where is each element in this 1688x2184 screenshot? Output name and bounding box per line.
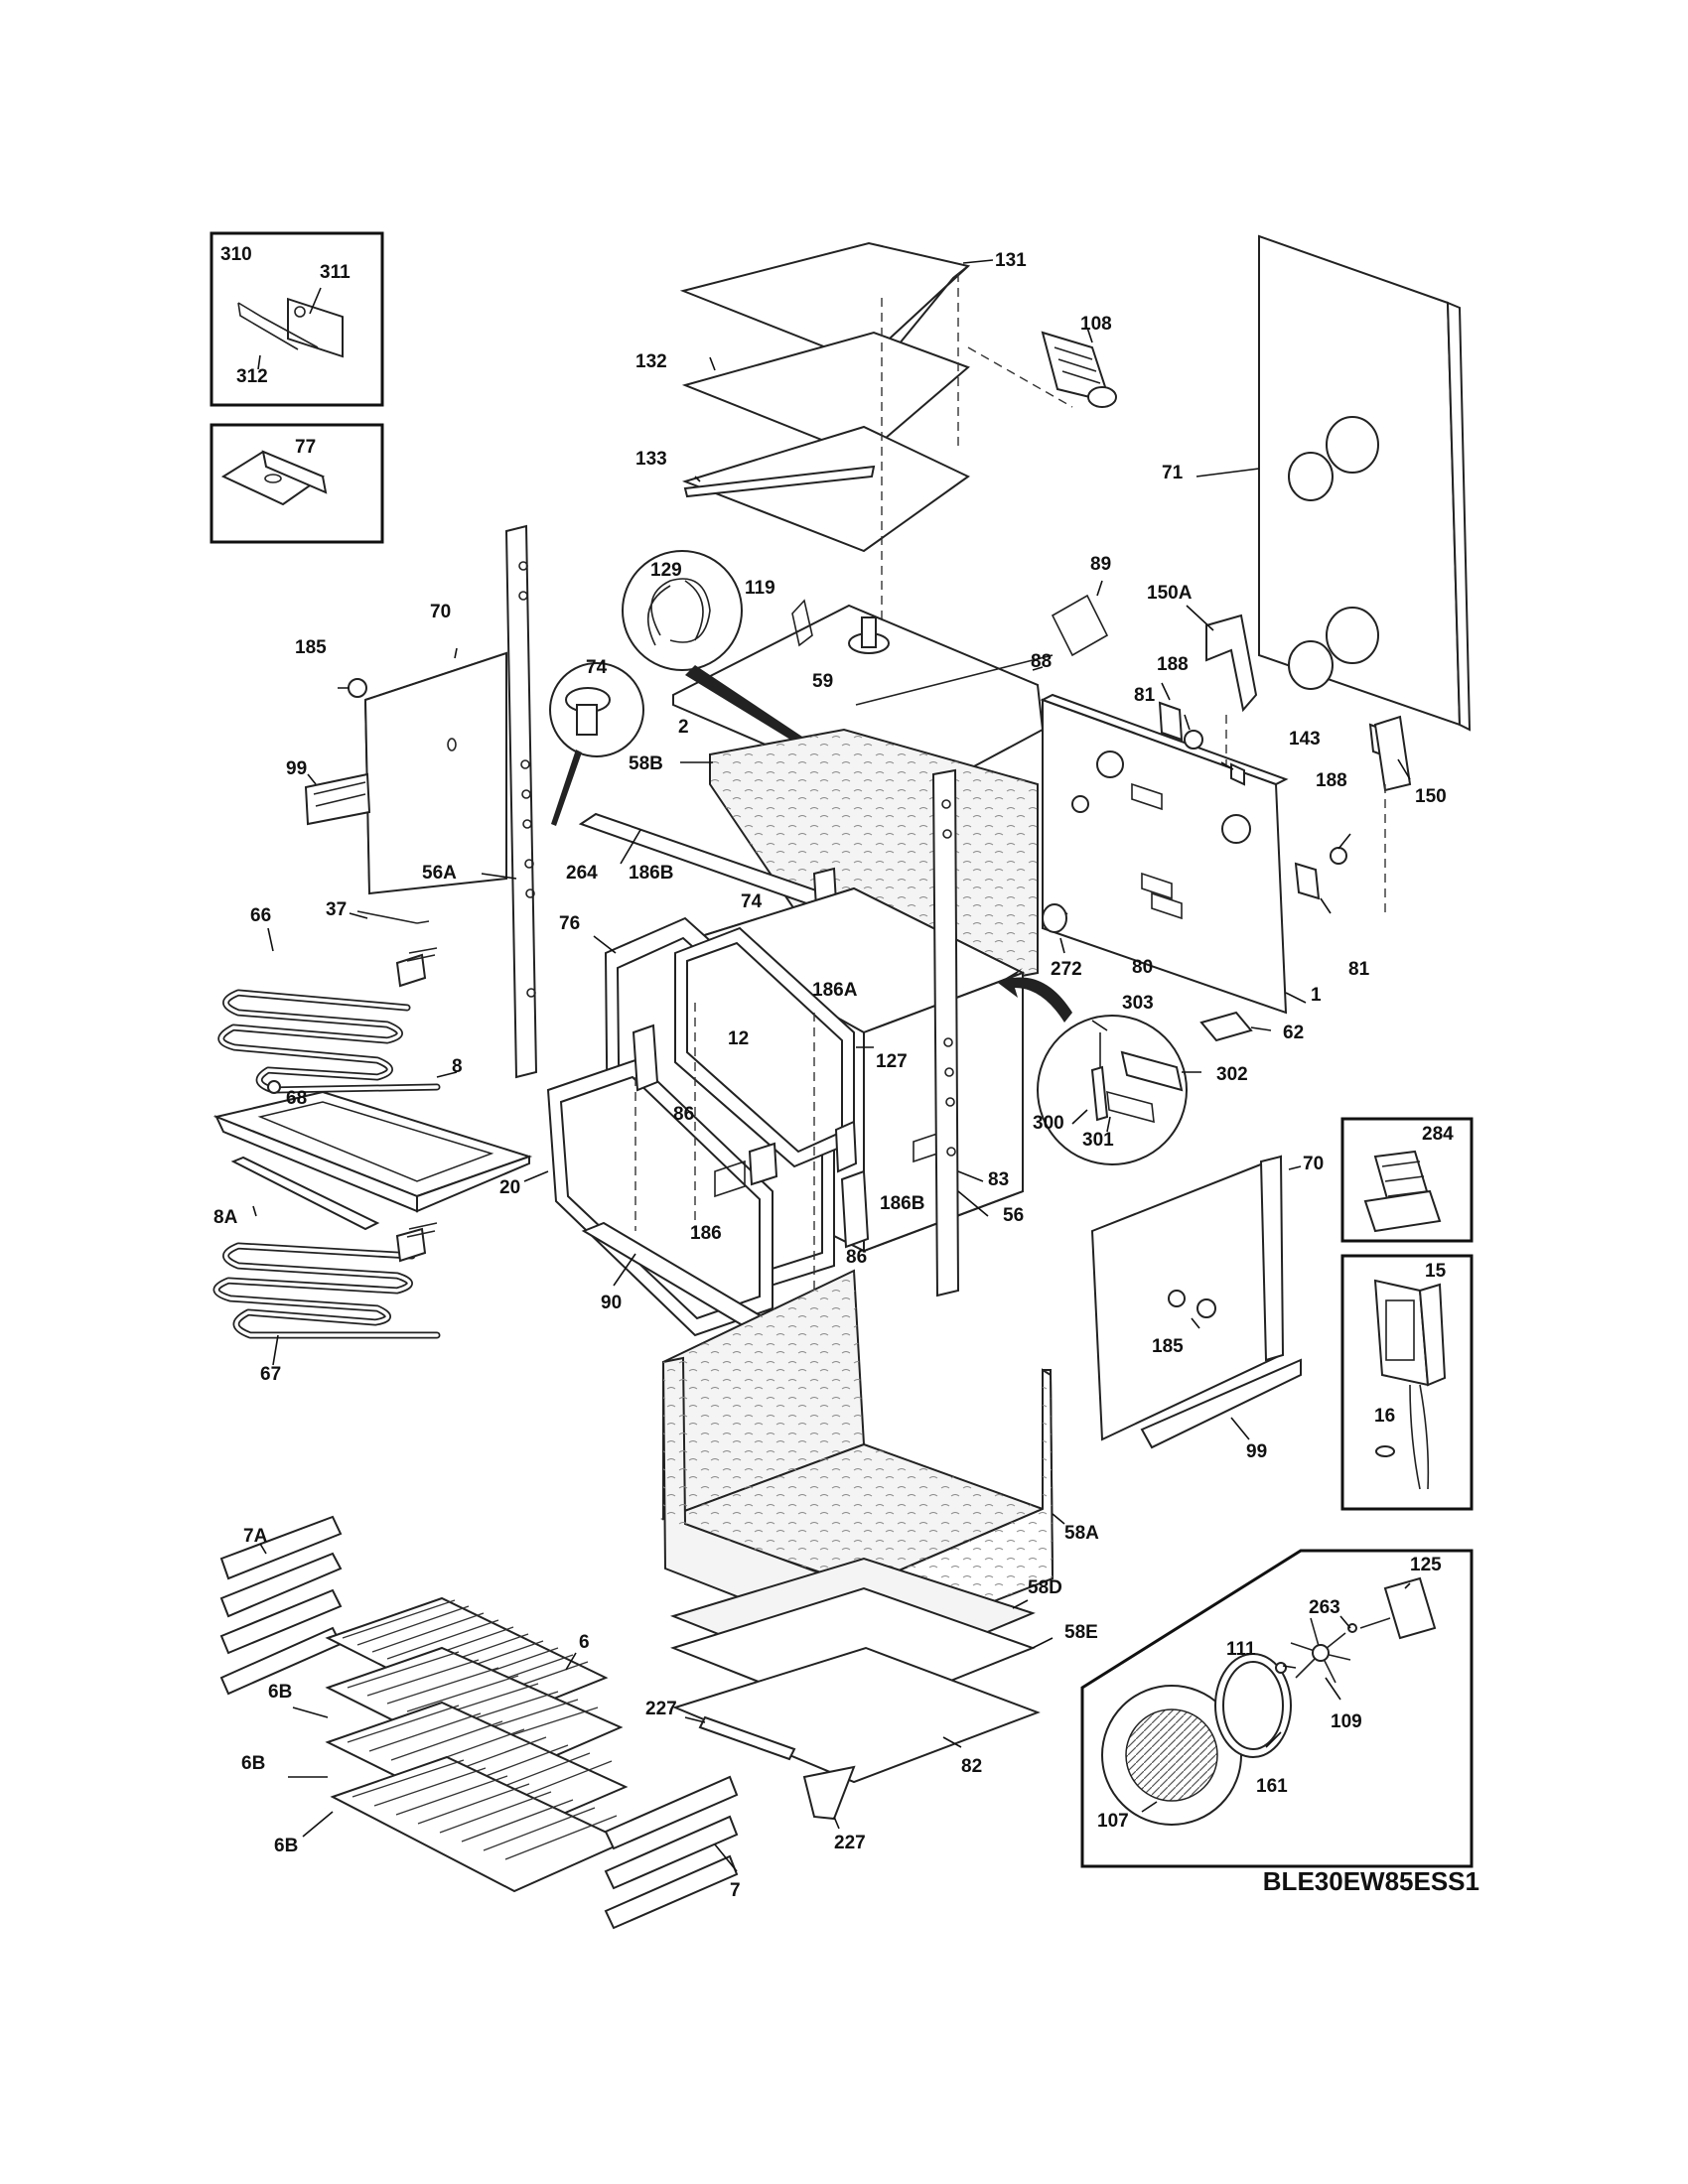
oven-racks-6 <box>288 1596 629 1893</box>
back-panel-71 <box>1196 234 1472 732</box>
trims-227 <box>684 1715 856 1830</box>
sensor-272 <box>1042 903 1067 954</box>
rack-supports-7 <box>604 1775 739 1930</box>
side-panel-70-right <box>1090 1155 1302 1449</box>
rack-supports-7A <box>219 1515 343 1696</box>
model-number: BLE30EW85ESS1 <box>1262 1866 1479 1896</box>
side-rail-56A <box>481 524 538 1079</box>
part-108-connector <box>1041 327 1117 408</box>
brackets-150A-150 <box>1186 605 1412 918</box>
zoom-bracket-group <box>998 968 1201 1165</box>
bottom-plates-58D-58E-82 <box>669 1557 1054 1784</box>
broil-pan-8 <box>212 1071 533 1231</box>
side-panel-70-left <box>304 647 507 895</box>
top-panels-131-132-133 <box>679 241 1073 630</box>
inset-box-convection-fan <box>1080 1549 1474 1868</box>
inset-box-part-77 <box>210 423 384 544</box>
side-rail-56 <box>931 768 989 1297</box>
top-plate-2 <box>672 580 1109 806</box>
zoom-74-fastener <box>549 662 644 826</box>
hinges-86 <box>632 1024 870 1249</box>
inset-box-control-15 <box>1340 1254 1474 1511</box>
bake-element-67 <box>212 1222 441 1366</box>
terminal-62 <box>1199 1011 1272 1042</box>
inset-box-transformer-284 <box>1340 1117 1474 1243</box>
back-panel-1 <box>1040 682 1397 1015</box>
broil-element-66 <box>217 910 441 1114</box>
inset-box-bracket-kit <box>210 231 384 407</box>
front-frame-20 <box>523 1058 778 1337</box>
